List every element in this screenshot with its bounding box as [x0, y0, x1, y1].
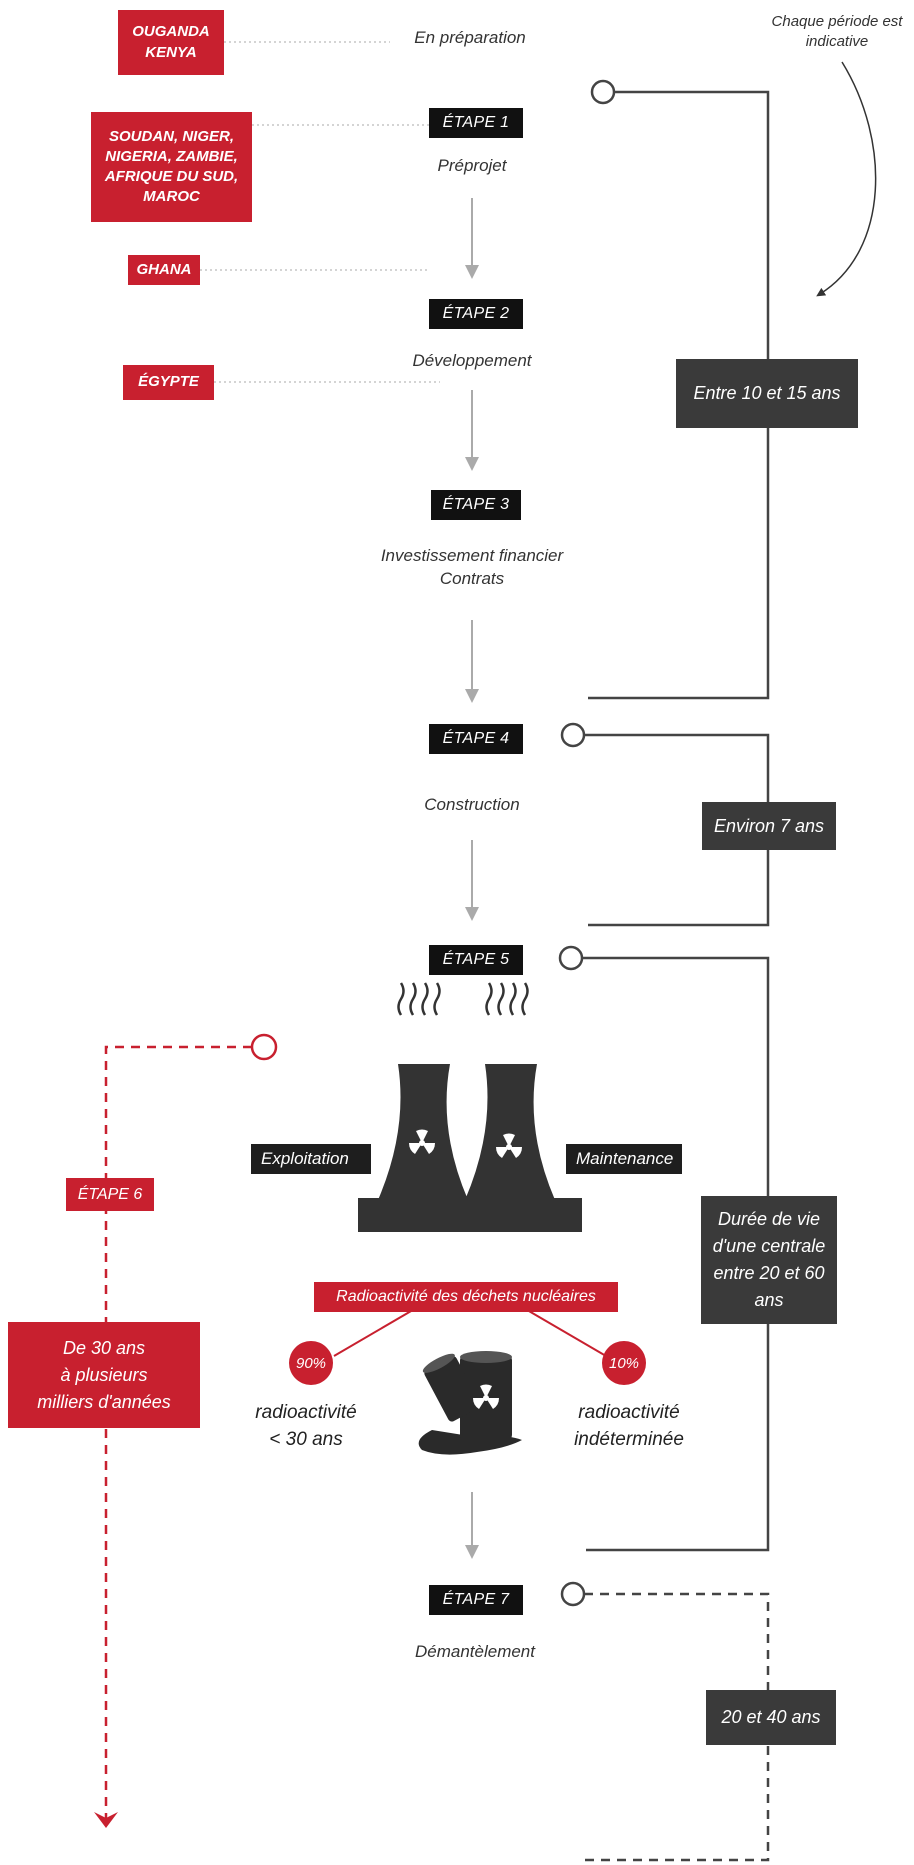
country-badge-stage1-group: SOUDAN, NIGER, NIGERIA, ZAMBIE, AFRIQUE … — [91, 112, 252, 222]
step6-arrowhead — [94, 1812, 118, 1828]
country-badge-egypte: ÉGYPTE — [123, 365, 214, 400]
duration-box-5: De 30 ans à plusieurs milliers d'années — [8, 1322, 200, 1428]
step-4-desc: Construction — [424, 795, 520, 814]
nuclear-plant-icon — [358, 982, 582, 1232]
step-3-desc: Investissement financier Contrats — [380, 546, 564, 588]
duration-box-2: Environ 7 ans — [702, 802, 836, 850]
bracket-4-start-circle — [560, 1581, 586, 1607]
percentage-10-badge: 10% — [602, 1341, 646, 1385]
step-2-desc: Développement — [412, 351, 532, 370]
radioactivity-left-text: radioactivité < 30 ans — [255, 1402, 357, 1450]
step-7-label: ÉTAPE 7 — [429, 1585, 523, 1615]
bracket-3-start-circle — [558, 945, 584, 971]
step-4-label: ÉTAPE 4 — [429, 724, 523, 754]
exploitation-label: Exploitation — [251, 1144, 371, 1174]
duration-box-1: Entre 10 et 15 ans — [676, 359, 858, 428]
step-6-label: ÉTAPE 6 — [66, 1178, 154, 1211]
bracket-1-start-circle — [590, 79, 616, 105]
percentage-90-badge: 90% — [289, 1341, 333, 1385]
duration-box-3: Durée de vie d'une centrale entre 20 et … — [701, 1196, 837, 1324]
waste-barrel-icon — [418, 1351, 522, 1455]
step6-start-circle — [250, 1033, 278, 1061]
note-curve-arrow — [816, 61, 877, 297]
duration-box-4: 20 et 40 ans — [706, 1690, 836, 1745]
step6-bracket — [104, 1045, 252, 1818]
country-badge-ghana: GHANA — [128, 255, 200, 285]
step-5-label: ÉTAPE 5 — [429, 945, 523, 975]
step-7-desc: Démantèlement — [414, 1642, 535, 1661]
waste-title: Radioactivité des déchets nucléaires — [314, 1282, 618, 1312]
maintenance-label: Maintenance — [566, 1144, 682, 1174]
step-2-label: ÉTAPE 2 — [429, 299, 523, 329]
bracket-2-start-circle — [560, 722, 586, 748]
indicative-note: Chaque période est indicative — [771, 13, 903, 50]
preparation-label: En préparation — [414, 28, 526, 47]
step-3-label: ÉTAPE 3 — [431, 490, 521, 520]
step-1-desc: Préprojet — [437, 156, 507, 175]
country-badge-uganda-kenya: OUGANDA KENYA — [118, 10, 224, 75]
step-1-label: ÉTAPE 1 — [429, 108, 523, 138]
radioactivity-right-text: radioactivité indéterminée — [574, 1402, 684, 1450]
